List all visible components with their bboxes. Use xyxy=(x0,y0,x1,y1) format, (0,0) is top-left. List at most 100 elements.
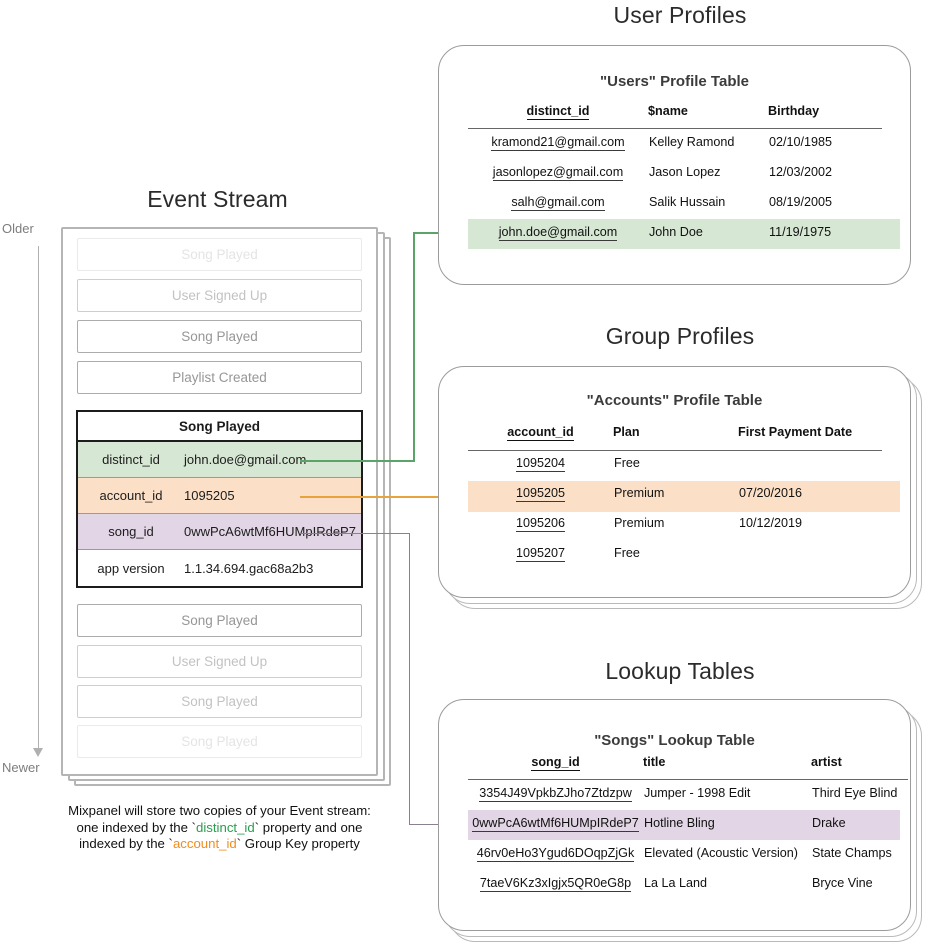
caption-line-2-post: ` property and one xyxy=(254,819,363,835)
time-axis-arrow-icon xyxy=(33,748,43,757)
caption-line-1: Mixpanel will store two copies of your E… xyxy=(68,803,371,818)
property-value: john.doe@gmail.com xyxy=(184,452,307,467)
property-key: app version xyxy=(97,560,165,576)
accounts-table: account_id Plan First Payment Date 10952… xyxy=(468,425,900,568)
event-property-app-version[interactable]: app version 1.1.34.694.gac68a2b3 xyxy=(78,550,361,586)
songs-table-title: "Songs" Lookup Table xyxy=(594,732,755,749)
songs-cell-artist: Bryce Vine xyxy=(812,876,873,890)
songs-cell-artist: State Champs xyxy=(812,846,892,860)
accounts-table-title: "Accounts" Profile Table xyxy=(586,392,763,409)
table-row[interactable]: 1095204 Free xyxy=(468,448,900,478)
stream-caption: Mixpanel will store two copies of your E… xyxy=(47,803,392,853)
event-stream-title: Event Stream xyxy=(147,186,288,212)
accounts-col-header-1: Plan xyxy=(613,425,640,439)
accounts-cell-id: 1095207 xyxy=(515,546,566,562)
event-property-song-id[interactable]: song_id 0wwPcA6wtMf6HUMpIRdeP7 xyxy=(78,514,361,550)
event-row[interactable]: User Signed Up xyxy=(77,279,362,312)
songs-header-rule xyxy=(468,779,908,781)
table-row[interactable]: 1095207 Free xyxy=(468,538,900,568)
table-row-highlighted[interactable]: john.doe@gmail.com John Doe 11/19/1975 xyxy=(468,217,900,247)
songs-cell-title: Hotline Bling xyxy=(644,816,715,830)
table-row[interactable]: 1095206 Premium 10/12/2019 xyxy=(468,508,900,538)
songs-cell-id: 46rv0eHo3Ygud6DOqpZjGk xyxy=(476,846,635,862)
songs-cell-artist: Drake xyxy=(812,816,846,830)
users-highlight-band xyxy=(468,219,900,249)
event-row[interactable]: Song Played xyxy=(77,320,362,353)
users-col-header-1: $name xyxy=(648,104,688,118)
caption-distinct-id-key: distinct_id xyxy=(196,819,255,835)
accounts-cell-id: 1095206 xyxy=(515,516,566,532)
users-cell-name: Jason Lopez xyxy=(649,165,721,179)
users-cell-birthday: 12/03/2002 xyxy=(769,165,833,179)
users-col-header-0: distinct_id xyxy=(526,104,590,120)
event-row[interactable]: Song Played xyxy=(77,604,362,637)
accounts-cell-date xyxy=(738,538,900,568)
expanded-event-card[interactable]: Song Played distinct_id john.doe@gmail.c… xyxy=(76,410,363,588)
accounts-cell-date: 07/20/2016 xyxy=(739,486,803,500)
accounts-header-rule xyxy=(468,450,882,452)
accounts-col-header-0: account_id xyxy=(507,425,574,441)
users-table: distinct_id $name Birthday kramond21@gma… xyxy=(468,104,900,247)
table-row[interactable]: 7taeV6Kz3xIgjx5QR0eG8p La La Land Bryce … xyxy=(468,868,908,898)
accounts-cell-id: 1095204 xyxy=(515,456,566,472)
table-row-highlighted[interactable]: 0wwPcA6wtMf6HUMpIRdeP7 Hotline Bling Dra… xyxy=(468,808,908,838)
accounts-cell-date: 10/12/2019 xyxy=(739,516,803,530)
songs-col-header-0: song_id xyxy=(531,755,580,771)
users-cell-id: salh@gmail.com xyxy=(511,195,605,211)
caption-line-3-pre: indexed by the ` xyxy=(79,836,173,851)
time-axis-line xyxy=(38,246,39,752)
user-profiles-title: User Profiles xyxy=(613,2,747,28)
users-cell-name: Kelley Ramond xyxy=(649,135,735,149)
songs-cell-id: 3354J49VpkbZJho7Ztdzpw xyxy=(479,786,632,802)
event-row[interactable]: Playlist Created xyxy=(77,361,362,394)
table-row[interactable]: jasonlopez@gmail.com Jason Lopez 12/03/2… xyxy=(468,157,900,187)
users-cell-id: john.doe@gmail.com xyxy=(498,225,618,241)
accounts-col-header-2: First Payment Date xyxy=(738,425,853,439)
users-cell-id: jasonlopez@gmail.com xyxy=(492,165,624,181)
users-cell-id: kramond21@gmail.com xyxy=(491,135,625,151)
users-cell-name: John Doe xyxy=(649,225,703,239)
caption-account-id-key: account_id xyxy=(172,836,237,851)
users-cell-birthday: 02/10/1985 xyxy=(769,135,833,149)
caption-line-2-pre: one indexed by the ` xyxy=(76,819,197,835)
songs-cell-title: La La Land xyxy=(644,876,708,890)
accounts-cell-plan: Premium xyxy=(614,516,665,530)
songs-cell-title: Elevated (Acoustic Version) xyxy=(644,846,798,860)
users-cell-birthday: 11/19/1975 xyxy=(769,225,832,239)
property-key: account_id xyxy=(99,488,163,503)
property-value: 0wwPcA6wtMf6HUMpIRdeP7 xyxy=(184,524,356,539)
lookup-tables-title: Lookup Tables xyxy=(605,658,755,684)
table-row-highlighted[interactable]: 1095205 Premium 07/20/2016 xyxy=(468,478,900,508)
accounts-cell-date xyxy=(738,448,900,478)
table-row[interactable]: 3354J49VpkbZJho7Ztdzpw Jumper - 1998 Edi… xyxy=(468,778,908,808)
property-key: song_id xyxy=(108,524,154,539)
users-header-rule xyxy=(468,128,882,130)
songs-highlight-band xyxy=(468,810,900,840)
songs-table: song_id title artist 3354J49VpkbZJho7Ztd… xyxy=(468,755,908,898)
songs-col-header-2: artist xyxy=(811,755,842,769)
event-row[interactable]: User Signed Up xyxy=(77,645,362,678)
songs-cell-id: 0wwPcA6wtMf6HUMpIRdeP7 xyxy=(472,816,639,832)
group-profiles-title: Group Profiles xyxy=(605,323,755,349)
users-cell-birthday: 08/19/2005 xyxy=(769,195,833,209)
expanded-event-name: Song Played xyxy=(78,412,361,442)
table-row[interactable]: kramond21@gmail.com Kelley Ramond 02/10/… xyxy=(468,127,900,157)
table-row[interactable]: 46rv0eHo3Ygud6DOqpZjGk Elevated (Acousti… xyxy=(468,838,908,868)
axis-label-older: Older xyxy=(2,221,34,236)
songs-cell-artist: Third Eye Blind xyxy=(812,786,898,800)
accounts-cell-plan: Premium xyxy=(614,486,665,500)
axis-label-newer: Newer xyxy=(2,760,40,775)
event-row[interactable]: Song Played xyxy=(77,238,362,271)
songs-col-header-1: title xyxy=(643,755,666,769)
accounts-cell-id: 1095205 xyxy=(515,486,566,502)
accounts-cell-plan: Free xyxy=(614,456,640,470)
songs-cell-title: Jumper - 1998 Edit xyxy=(644,786,751,800)
event-row[interactable]: Song Played xyxy=(77,725,362,758)
songs-cell-id: 7taeV6Kz3xIgjx5QR0eG8p xyxy=(479,876,632,892)
users-table-title: "Users" Profile Table xyxy=(600,73,749,90)
event-row[interactable]: Song Played xyxy=(77,685,362,718)
property-value: 1095205 xyxy=(184,488,235,503)
users-cell-name: Salik Hussain xyxy=(649,195,726,209)
table-row[interactable]: salh@gmail.com Salik Hussain 08/19/2005 xyxy=(468,187,900,217)
users-col-header-2: Birthday xyxy=(768,104,820,118)
